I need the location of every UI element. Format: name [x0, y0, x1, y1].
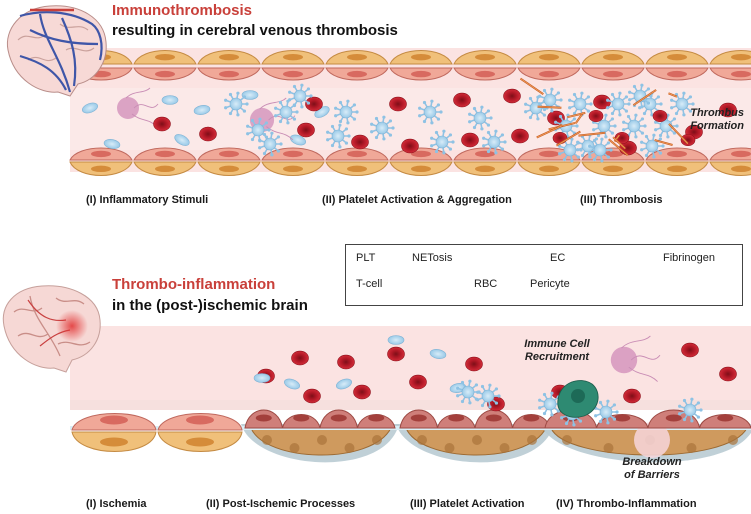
bottom-vessel	[70, 326, 751, 462]
platelet	[162, 96, 178, 105]
legend-label-plt: PLT	[356, 252, 375, 264]
legend-label-ec: EC	[550, 252, 565, 264]
rbc	[553, 132, 567, 143]
bottom-stage-3: (III) Platelet Activation	[410, 498, 525, 510]
rbc	[512, 129, 529, 143]
legend-label-tcell: T-cell	[356, 278, 382, 290]
rbc	[402, 139, 419, 153]
rbc	[338, 355, 355, 369]
rbc	[720, 367, 737, 381]
rbc	[292, 351, 309, 365]
top-stage-3: (III) Thrombosis	[580, 194, 663, 206]
bottom-stage-2: (II) Post-Ischemic Processes	[206, 498, 355, 510]
rbc	[410, 375, 427, 389]
rbc	[298, 123, 315, 137]
breakdown-of-barriers-label: Breakdown of Barriers	[622, 456, 682, 482]
rbc	[624, 389, 641, 403]
legend-label-netosis: NETosis	[412, 252, 452, 264]
rbc	[682, 343, 699, 357]
rbc	[154, 117, 171, 131]
bottom-stage-4: (IV) Thrombo-Inflammation	[556, 498, 697, 510]
legend-label-rbc: RBC	[474, 278, 497, 290]
rbc	[388, 347, 405, 361]
top-stage-1: (I) Inflammatory Stimuli	[86, 194, 208, 206]
top-subtitle: resulting in cerebral venous thrombosis	[112, 22, 398, 39]
thrombus-formation-label: Thrombus Formation	[664, 107, 744, 133]
platelet	[254, 374, 270, 383]
rbc	[589, 110, 603, 121]
rbc	[354, 385, 371, 399]
immune-cell-recruitment-label: Immune Cell Recruitment	[515, 338, 599, 364]
rbc	[454, 93, 471, 107]
bottom-stage-1: (I) Ischemia	[86, 498, 147, 510]
top-title: Immunothrombosis	[112, 2, 252, 19]
bottom-title: Thrombo-inflammation	[112, 276, 275, 293]
legend-label-fibrinogen: Fibrinogen	[663, 252, 715, 264]
rbc	[462, 133, 479, 147]
rbc	[352, 135, 369, 149]
rbc	[466, 357, 483, 371]
platelet	[388, 336, 404, 345]
top-vessel	[70, 48, 751, 176]
bottom-subtitle: in the (post-)ischemic brain	[112, 297, 308, 314]
legend-label-pericyte: Pericyte	[530, 278, 570, 290]
rbc	[200, 127, 217, 141]
top-stage-2: (II) Platelet Activation & Aggregation	[322, 194, 512, 206]
rbc	[304, 389, 321, 403]
rbc	[504, 89, 521, 103]
rbc	[390, 97, 407, 111]
